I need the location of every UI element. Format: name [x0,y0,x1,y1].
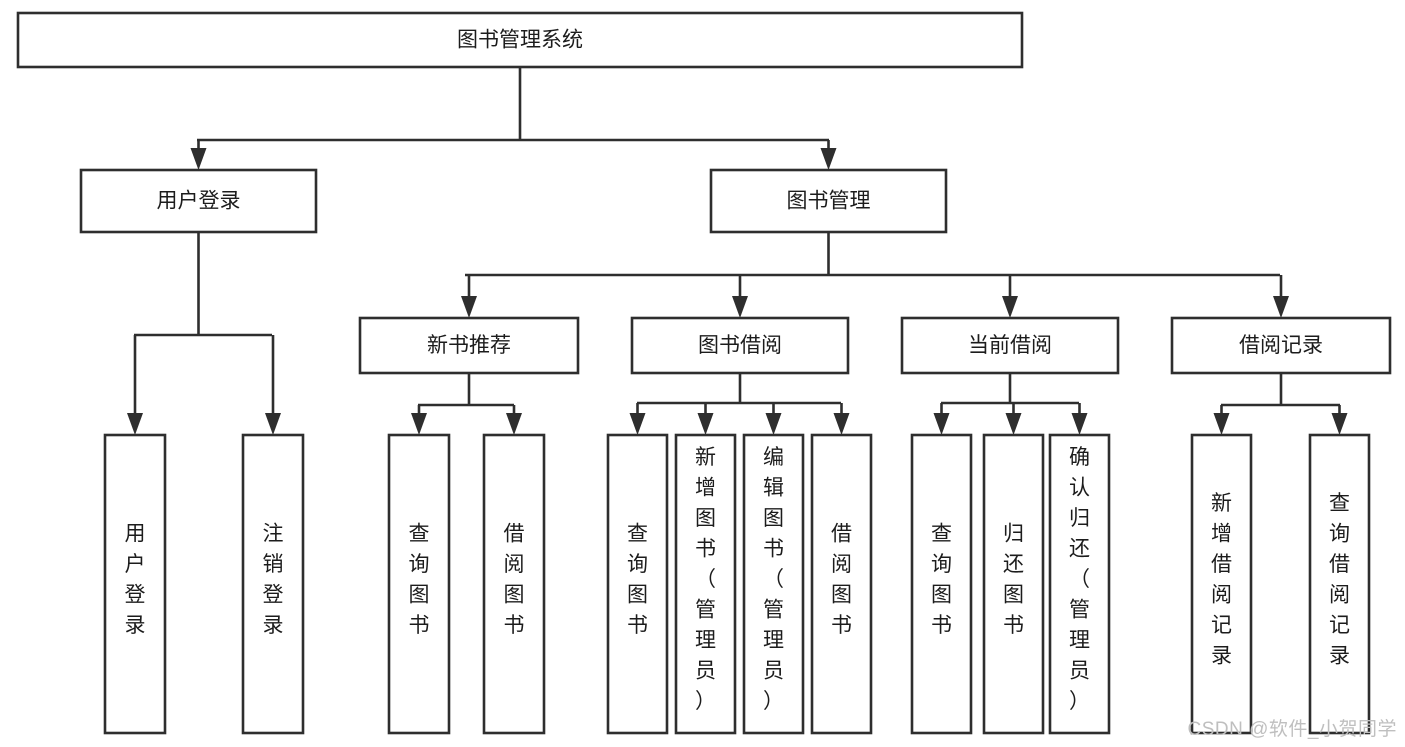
node-box-leaf-confirm-return [1048,433,1111,735]
node-current-borrow: 当前借阅 [900,316,1120,375]
arrowhead-leaf-borrow-book-2 [833,413,850,435]
arrowhead-leaf-user-login [127,413,143,435]
arrowhead-new-book-rec [461,296,477,318]
node-box-root [16,11,1024,69]
node-label-book-manage: 图书管理 [787,190,871,213]
node-box-leaf-borrow-book-1 [482,433,546,735]
node-box-borrow-record [1170,316,1392,375]
arrowhead-leaf-borrow-book-1 [506,413,522,435]
arrowhead-borrow-record [1273,296,1289,318]
node-label-leaf-add-record: 新增借阅记录 [1211,492,1232,668]
node-label-leaf-query-record: 查询借阅记录 [1329,492,1350,668]
node-leaf-return-book: 归还图书 [982,433,1045,735]
arrowhead-leaf-return-book [1005,413,1022,435]
node-leaf-query-book-2: 查询图书 [606,433,669,735]
node-box-current-borrow [900,316,1120,375]
arrowhead-book-manage [820,148,837,170]
node-box-leaf-logout [241,433,305,735]
node-box-leaf-borrow-book-2 [810,433,873,735]
node-box-leaf-query-book-2 [606,433,669,735]
node-label-leaf-add-book: 新增图书（管理员） [695,446,716,713]
arrowhead-current-borrow [1002,296,1018,318]
node-box-leaf-edit-book [742,433,805,735]
node-box-leaf-user-login [103,433,167,735]
node-label-leaf-query-book-2: 查询图书 [627,522,648,637]
arrowhead-leaf-query-book-3 [933,413,950,435]
node-label-leaf-user-login: 用户登录 [125,522,146,637]
node-box-book-borrow [630,316,850,375]
node-label-leaf-edit-book: 编辑图书（管理员） [763,446,784,713]
node-label-borrow-record: 借阅记录 [1239,334,1323,357]
node-leaf-logout: 注销登录 [241,433,305,735]
node-label-new-book-rec: 新书推荐 [427,334,511,357]
arrowhead-leaf-edit-book [765,413,782,435]
node-label-leaf-borrow-book-1: 借阅图书 [504,522,525,637]
node-user-login: 用户登录 [79,168,318,234]
node-label-root: 图书管理系统 [457,29,583,52]
node-box-leaf-query-book-3 [910,433,973,735]
node-borrow-record: 借阅记录 [1170,316,1392,375]
node-label-user-login: 用户登录 [157,190,241,213]
node-leaf-query-book-3: 查询图书 [910,433,973,735]
node-leaf-borrow-book-1: 借阅图书 [482,433,546,735]
node-book-borrow: 图书借阅 [630,316,850,375]
node-label-leaf-borrow-book-2: 借阅图书 [831,522,852,637]
node-root: 图书管理系统 [16,11,1024,69]
node-box-leaf-query-book-1 [387,433,451,735]
arrowhead-leaf-add-book [697,413,714,435]
node-leaf-query-record: 查询借阅记录 [1308,433,1371,735]
node-new-book-rec: 新书推荐 [358,316,580,375]
arrowhead-leaf-confirm-return [1071,413,1088,435]
node-label-leaf-query-book-3: 查询图书 [931,522,952,637]
connector-layer [127,67,1348,435]
node-leaf-user-login: 用户登录 [103,433,167,735]
arrowhead-leaf-query-book-1 [411,413,427,435]
node-book-manage: 图书管理 [709,168,948,234]
node-box-book-manage [709,168,948,234]
arrowhead-leaf-query-record [1331,413,1348,435]
node-box-leaf-return-book [982,433,1045,735]
node-box-leaf-add-record [1190,433,1253,735]
node-layer: 图书管理系统用户登录图书管理新书推荐图书借阅当前借阅借阅记录用户登录注销登录查询… [16,11,1392,735]
node-leaf-confirm-return: 确认归还（管理员） [1048,433,1111,735]
arrowhead-user-login [190,148,207,170]
arrowhead-leaf-add-record [1213,413,1230,435]
arrowhead-book-borrow [732,296,748,318]
node-box-new-book-rec [358,316,580,375]
arrowhead-leaf-logout [265,413,281,435]
node-label-leaf-confirm-return: 确认归还（管理员） [1069,446,1090,713]
node-leaf-add-book: 新增图书（管理员） [674,433,737,735]
node-label-leaf-logout: 注销登录 [263,522,284,637]
node-box-leaf-query-record [1308,433,1371,735]
node-label-leaf-query-book-1: 查询图书 [409,522,430,637]
node-leaf-query-book-1: 查询图书 [387,433,451,735]
node-label-book-borrow: 图书借阅 [698,334,782,357]
node-label-current-borrow: 当前借阅 [968,334,1052,357]
node-label-leaf-return-book: 归还图书 [1003,522,1024,637]
node-leaf-add-record: 新增借阅记录 [1190,433,1253,735]
node-leaf-borrow-book-2: 借阅图书 [810,433,873,735]
arrowhead-leaf-query-book-2 [629,413,646,435]
node-leaf-edit-book: 编辑图书（管理员） [742,433,805,735]
node-box-leaf-add-book [674,433,737,735]
node-box-user-login [79,168,318,234]
